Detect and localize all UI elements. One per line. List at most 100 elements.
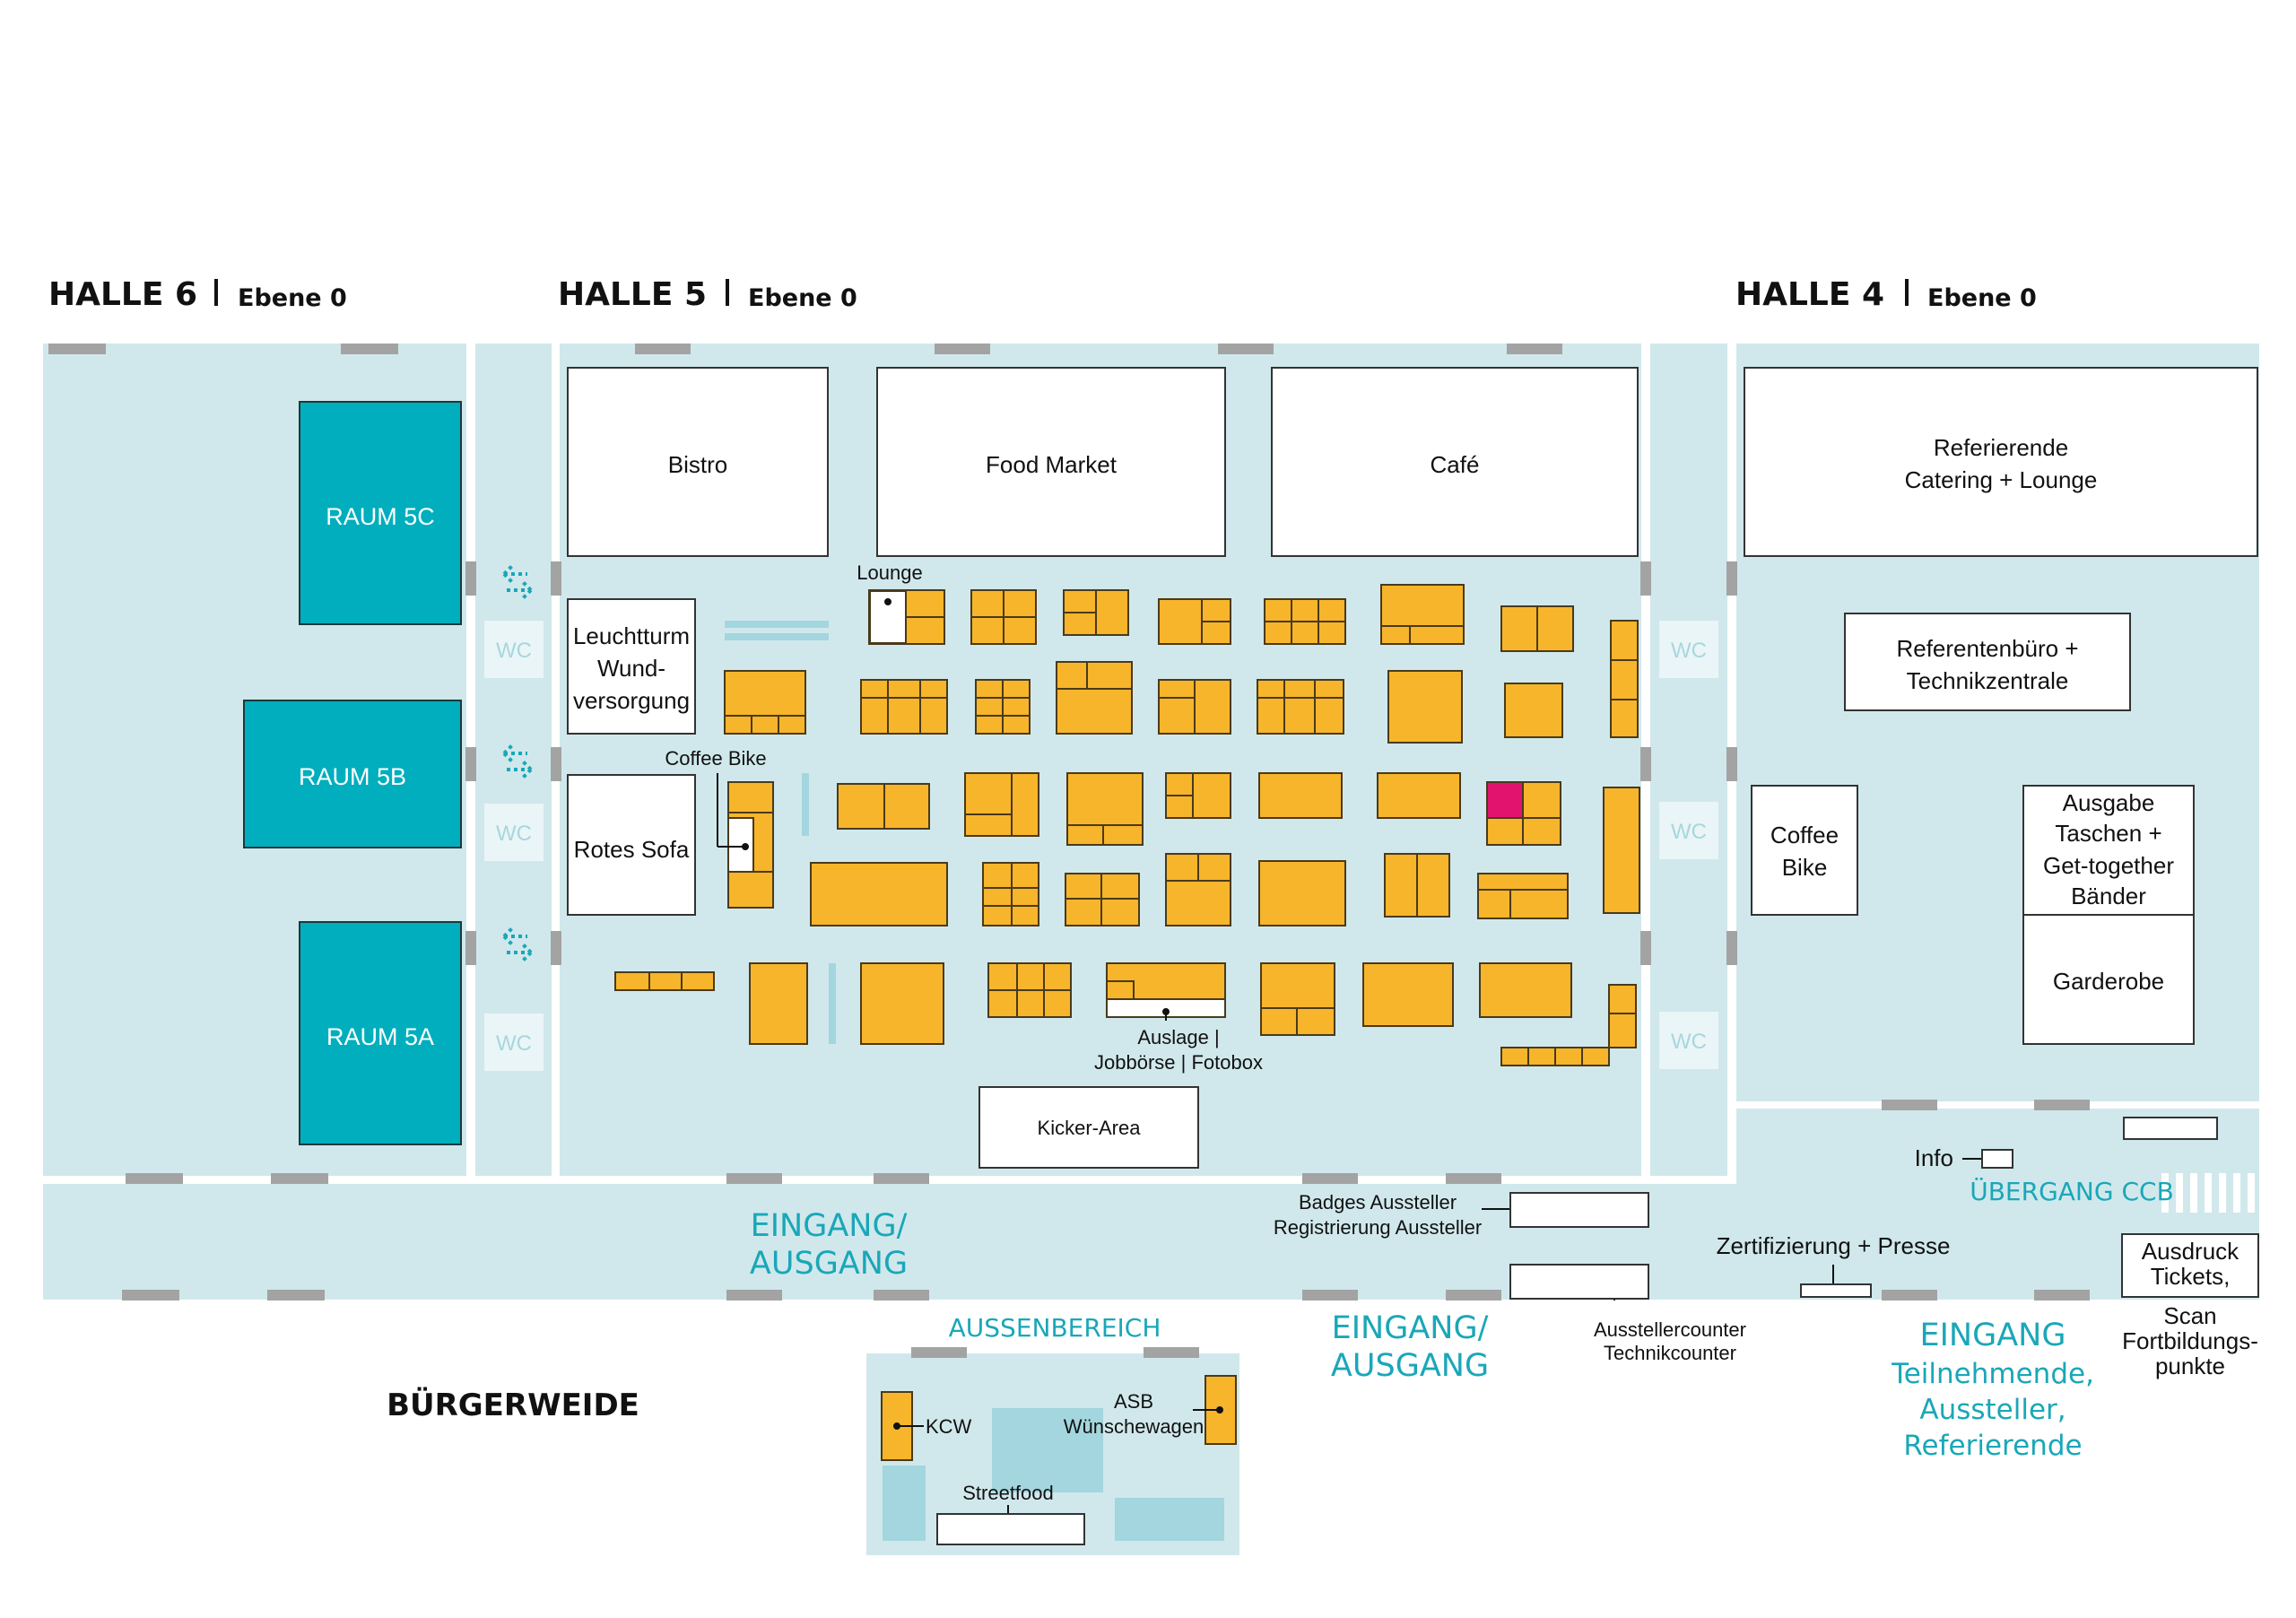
rotes-sofa-area[interactable]: Rotes Sofa [567,774,696,916]
ausstellercounter[interactable] [1509,1264,1649,1300]
kicker-area[interactable]: Kicker-Area [978,1086,1199,1169]
booth[interactable] [749,962,808,1045]
booth[interactable] [1387,670,1463,744]
booth[interactable] [1258,860,1346,926]
wc-left-3[interactable]: WC [484,1013,544,1071]
coffee-bike-h4-label-2: Bike [1782,854,1828,881]
garderobe-area[interactable]: Garderobe [2022,914,2195,1045]
booth[interactable] [614,971,715,991]
door [551,931,561,965]
wc-left-1[interactable]: WC [484,621,544,678]
bistro-area[interactable]: Bistro [567,367,829,557]
leuchtturm-label-3: versorgung [573,687,690,714]
booths [614,584,1640,1461]
ausdruck-counter[interactable] [2121,1233,2259,1298]
eingang-ausgang-1-line-2: AUSGANG [750,1246,908,1282]
door [726,1290,782,1300]
door [911,1347,967,1358]
booth[interactable] [1258,772,1343,819]
hall-6-title: HALLE 6 [48,276,197,313]
wc-label: WC [1671,639,1707,663]
booth[interactable] [1257,679,1344,735]
hall-4-title: HALLE 4 [1735,276,1884,313]
ausdruck-label-1: Ausdruck [2142,1238,2239,1265]
eingang-ausgang-1-line-1: EINGANG/ [751,1208,908,1244]
hall-4-level: Ebene 0 [1927,284,2037,312]
eingang-ausgang-2-line-2: AUSGANG [1331,1348,1489,1384]
food-market-area[interactable]: Food Market [876,367,1226,557]
leuchtturm-label-2: Wund- [597,655,665,682]
counter[interactable] [2123,1117,2218,1140]
scan-label-3: punkte [2155,1353,2225,1379]
hall-5-level: Ebene 0 [748,284,857,312]
eingang-ausgang-2-line-1: EINGANG/ [1332,1310,1489,1346]
booth[interactable] [1377,772,1461,819]
booth[interactable] [1380,584,1465,645]
booth[interactable] [1066,772,1144,846]
booth[interactable] [1610,620,1639,738]
wc-right-3[interactable]: WC [1659,1012,1718,1069]
bistro-label: Bistro [668,451,727,478]
referentenbuero-area[interactable]: Referentenbüro + Technikzentrale [1844,613,2131,711]
wc-right-1[interactable]: WC [1659,621,1718,678]
door [465,561,476,596]
wc-label: WC [496,822,532,846]
ausdruck-label-2: Tickets, [2151,1263,2231,1290]
booth[interactable] [860,679,948,735]
aussenbereich-title: AUSSENBEREICH [949,1313,1161,1343]
door [726,1173,782,1184]
booth[interactable] [1479,962,1572,1018]
wc-label: WC [496,1031,532,1056]
booth[interactable] [860,962,944,1045]
booth[interactable] [1477,873,1569,919]
room-5c[interactable]: RAUM 5C [299,401,462,625]
info-label: Info [1915,1144,1953,1171]
wc-left-2[interactable]: WC [484,804,544,861]
asb-label-1: ASB [1114,1390,1153,1413]
cafe-area[interactable]: Café [1271,367,1639,557]
door [1882,1290,1937,1300]
booth[interactable] [1056,661,1133,735]
double-arrow-icon [502,926,533,963]
eingang-sub-2: Aussteller, [1919,1394,2066,1426]
door [1218,344,1274,354]
booth[interactable] [1504,683,1563,738]
booth[interactable] [724,670,806,735]
badges-counter[interactable] [1509,1192,1649,1228]
uebergang-label: ÜBERGANG CCB [1970,1176,2174,1206]
counters [936,1117,2259,1545]
street-label: BÜRGERWEIDE [387,1387,639,1423]
door [2034,1100,2090,1110]
scan-label-2: Fortbildungs- [2122,1327,2258,1354]
eingang-sub-1: Teilnehmende, [1891,1358,2094,1390]
leuchtturm-area[interactable]: Leuchtturm Wund- versorgung [567,598,696,735]
kcw-label: KCW [926,1415,972,1438]
booth[interactable] [1362,962,1454,1027]
auslage-label-2: Jobbörse | Fotobox [1094,1051,1263,1074]
zertifizierung-counter[interactable] [1800,1283,1872,1298]
door [48,344,106,354]
door [267,1290,325,1300]
referentenbuero-label-1: Referentenbüro + [1896,635,2078,662]
booth[interactable] [964,772,1039,837]
info-counter[interactable] [1981,1149,2013,1169]
booth[interactable] [1603,787,1640,914]
wc-right-2[interactable]: WC [1659,802,1718,859]
room-5a[interactable]: RAUM 5A [299,921,462,1145]
highlight-booth[interactable] [1486,781,1524,819]
door [1726,747,1737,781]
cafe-label: Café [1431,451,1480,478]
streetfood-counter[interactable] [936,1513,1085,1545]
coffee-bike-h4-area[interactable]: Coffee Bike [1751,785,1858,916]
zertifizierung-label: Zertifizierung + Presse [1717,1232,1951,1259]
booth[interactable] [810,862,948,926]
referierende-lounge-area[interactable]: Referierende Catering + Lounge [1744,367,2258,557]
room-5b[interactable]: RAUM 5B [243,700,462,848]
ausgabe-area[interactable]: Ausgabe Taschen + Get-together Bänder [2022,785,2195,916]
door [874,1290,929,1300]
title-divider [726,279,729,306]
ausgabe-label-2: Taschen + [2055,820,2161,847]
booth[interactable] [1608,984,1637,1048]
leuchtturm-label-1: Leuchtturm [573,622,690,649]
door [1882,1100,1937,1110]
